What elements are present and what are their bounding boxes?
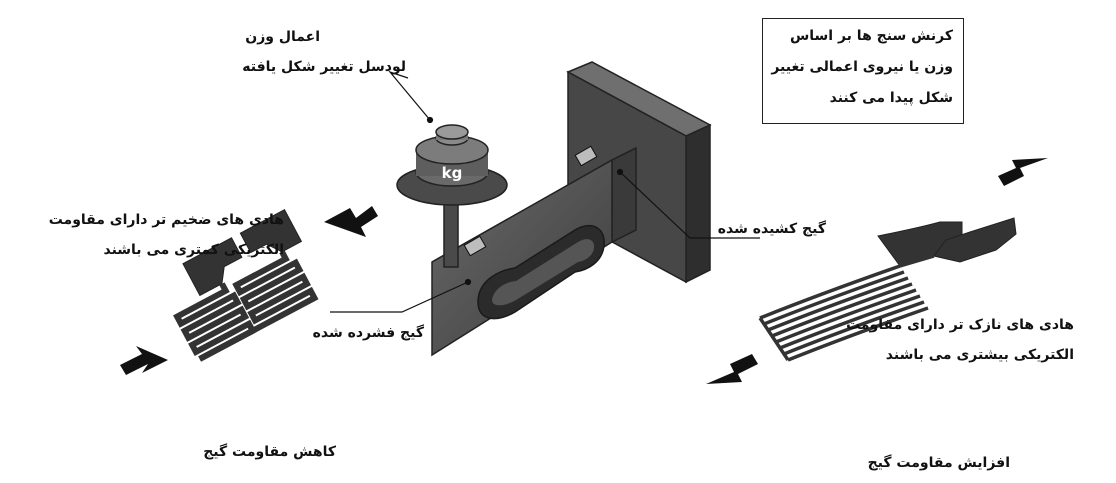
info-box: کرنش سنج ها بر اساس وزن یا نیروی اعمالی … [762, 18, 964, 124]
compressed-gauge-label: گیج فشرده شده [312, 325, 424, 341]
compressed-gauge-patch [463, 235, 487, 257]
arrow-in-top-icon [324, 206, 378, 237]
resistance-increase-label: افزایش مقاومت گیج [867, 455, 1010, 471]
leader-lines [330, 70, 760, 313]
thin-leads-label-line1: هادی های نازک تر دارای مقاومت [846, 317, 1074, 333]
thick-leads-label-line2: الکتریکی کمتری می باشند [103, 242, 284, 258]
info-line-3: شکل پیدا می کنند [829, 90, 953, 106]
load-cell-beam [431, 145, 637, 357]
apply-weight-label: اعمال وزن [245, 29, 320, 45]
weight-assembly: kg [396, 124, 508, 268]
stretched-strain-gauge [758, 217, 1017, 362]
thick-leads-label-line1: هادی های ضخیم تر دارای مقاومت [48, 212, 284, 228]
info-line-2: وزن یا نیروی اعمالی تغییر [771, 59, 953, 75]
compressed-strain-gauge [173, 209, 319, 362]
stretched-gauge-patch [574, 145, 598, 167]
thin-leads-label-line2: الکتریکی بیشتری می باشند [885, 347, 1074, 363]
arrow-in-bottom-icon [120, 346, 168, 375]
weight-unit-label: kg [442, 164, 463, 182]
compression-arrows [120, 206, 378, 375]
loadcell-deformed-label: لودسل تغییر شکل یافته [242, 59, 406, 75]
arrow-out-top-icon [998, 158, 1048, 186]
tension-arrows [706, 158, 1048, 384]
resistance-decrease-label: کاهش مقاومت گیج [203, 444, 336, 460]
stretched-gauge-label: گیج کشیده شده [717, 221, 826, 237]
arrow-out-bottom-icon [706, 354, 758, 384]
info-line-1: کرنش سنج ها بر اساس [789, 28, 953, 44]
